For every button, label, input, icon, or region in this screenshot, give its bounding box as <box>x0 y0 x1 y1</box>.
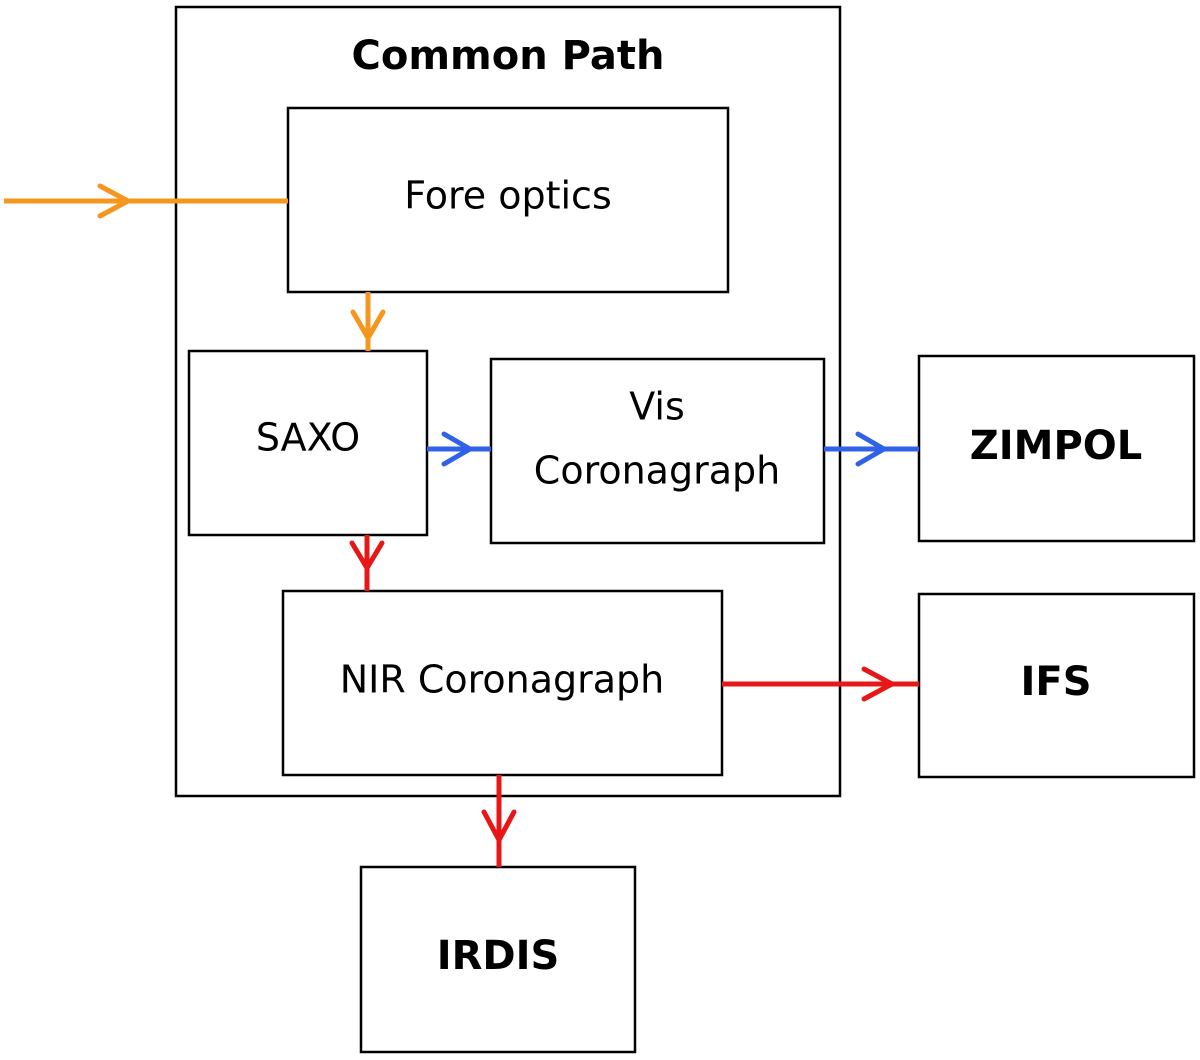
saxo-label: SAXO <box>256 416 360 460</box>
edge-vis-coronagraph-to-zimpol <box>824 431 919 467</box>
vis-coronagraph-block: Vis Coronagraph <box>489 357 826 545</box>
edge-nir-irdis-arrowhead <box>481 809 517 843</box>
edge-saxo-to-nir-coronagraph <box>349 535 385 591</box>
irdis-box <box>359 865 637 1054</box>
edge-fore-optics-to-saxo <box>350 292 386 351</box>
vis-coronagraph-box <box>489 357 826 545</box>
nir-coronagraph-label: NIR Coronagraph <box>340 658 665 702</box>
zimpol-label: ZIMPOL <box>970 423 1143 469</box>
ifs-label: IFS <box>1020 659 1091 705</box>
nir-coronagraph-box <box>281 589 724 777</box>
nir-coronagraph-block: NIR Coronagraph <box>281 589 724 777</box>
vis-coronagraph-label-line-1: Vis <box>629 385 685 429</box>
zimpol-block: ZIMPOL <box>917 354 1196 543</box>
common-path-group: Common Path <box>174 5 842 798</box>
flow-connectors <box>4 183 919 867</box>
common-path-frame <box>174 5 842 798</box>
common-path-title: Common Path <box>352 33 665 79</box>
zimpol-box <box>917 354 1196 543</box>
ifs-block: IFS <box>917 592 1196 779</box>
irdis-label: IRDIS <box>437 933 560 979</box>
edge-saxo-to-vis-coronagraph <box>427 431 491 467</box>
edge-vis-zimpol-arrowhead <box>855 431 887 467</box>
edge-saxo-vis-arrowhead <box>441 431 473 467</box>
vis-coronagraph-label-line-2: Coronagraph <box>534 449 780 493</box>
saxo-block: SAXO <box>187 349 429 537</box>
edge-input-to-fore-optics <box>4 183 288 219</box>
fore-optics-label: Fore optics <box>404 174 612 218</box>
saxo-box <box>187 349 429 537</box>
edge-nir-coronagraph-to-ifs <box>722 666 919 702</box>
edge-nir-ifs-arrowhead <box>861 666 895 702</box>
fore-optics-block: Fore optics <box>286 106 730 294</box>
ifs-box <box>917 592 1196 779</box>
edge-fore-saxo-arrowhead <box>350 309 386 341</box>
edge-nir-coronagraph-to-irdis <box>481 775 517 867</box>
fore-optics-box <box>286 106 730 294</box>
irdis-block: IRDIS <box>359 865 637 1054</box>
edge-saxo-nir-arrowhead <box>349 540 385 571</box>
edge-input-arrowhead <box>97 183 131 219</box>
